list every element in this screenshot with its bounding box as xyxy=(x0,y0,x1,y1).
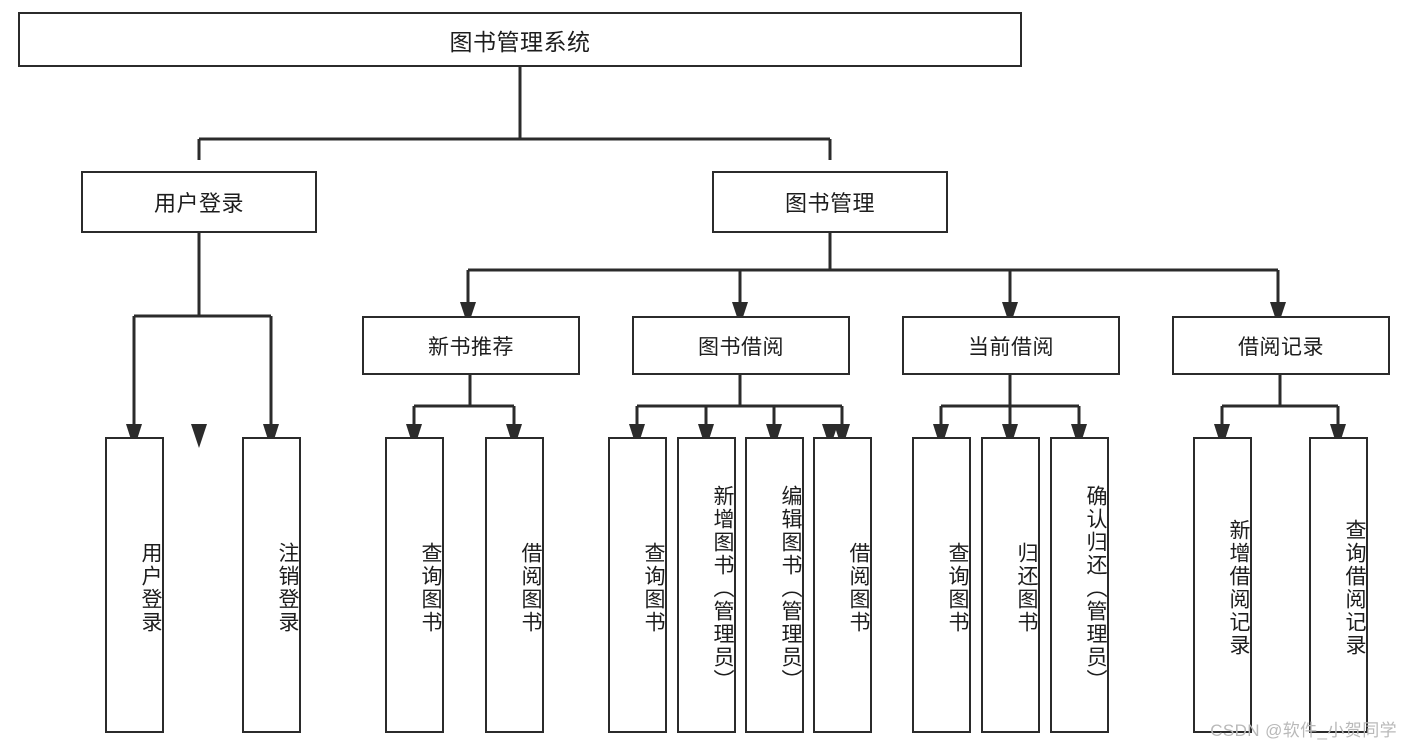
leaf-edit-book-admin[interactable]: 编辑图书（管理员） xyxy=(745,437,804,733)
leaf-query-book-recommend[interactable]: 查询图书 xyxy=(385,437,444,733)
node-label: 借阅图书 xyxy=(847,542,870,634)
node-label: 用户登录 xyxy=(139,542,162,634)
leaf-borrow-book[interactable]: 借阅图书 xyxy=(813,437,872,733)
leaf-confirm-return-admin[interactable]: 确认归还（管理员） xyxy=(1050,437,1109,733)
leaf-query-book-borrow[interactable]: 查询图书 xyxy=(608,437,667,733)
leaf-user-login[interactable]: 用户登录 xyxy=(105,437,164,733)
leaf-query-book-current[interactable]: 查询图书 xyxy=(912,437,971,733)
node-label: 确认归还（管理员） xyxy=(1084,484,1107,692)
node-book-borrow[interactable]: 图书借阅 xyxy=(632,316,850,375)
node-label: 当前借阅 xyxy=(968,335,1054,359)
node-label: 图书管理系统 xyxy=(449,28,591,55)
leaf-add-book-admin[interactable]: 新增图书（管理员） xyxy=(677,437,736,733)
leaf-add-borrow-record[interactable]: 新增借阅记录 xyxy=(1193,437,1252,733)
node-label: 借阅记录 xyxy=(1238,335,1324,359)
node-label: 注销登录 xyxy=(276,542,299,634)
node-current-borrow[interactable]: 当前借阅 xyxy=(902,316,1120,375)
node-borrow-record[interactable]: 借阅记录 xyxy=(1172,316,1390,375)
node-label: 图书管理 xyxy=(784,191,875,216)
node-label: 查询图书 xyxy=(419,542,442,634)
node-label: 查询借阅记录 xyxy=(1343,519,1366,657)
node-label: 新书推荐 xyxy=(428,335,514,359)
node-label: 归还图书 xyxy=(1015,542,1038,634)
node-label: 编辑图书（管理员） xyxy=(779,484,802,692)
node-label: 查询图书 xyxy=(946,542,969,634)
node-label: 图书借阅 xyxy=(698,335,784,359)
node-new-book-recommend[interactable]: 新书推荐 xyxy=(362,316,580,375)
leaf-logout-login[interactable]: 注销登录 xyxy=(242,437,301,733)
node-label: 查询图书 xyxy=(642,542,665,634)
leaf-borrow-book-recommend[interactable]: 借阅图书 xyxy=(485,437,544,733)
csdn-watermark: CSDN @软件_小贺同学 xyxy=(1210,721,1397,740)
node-label: 新增图书（管理员） xyxy=(711,484,734,692)
node-root-book-management-system[interactable]: 图书管理系统 xyxy=(18,12,1022,67)
node-label: 用户登录 xyxy=(153,191,244,216)
leaf-query-borrow-record[interactable]: 查询借阅记录 xyxy=(1309,437,1368,733)
node-label: 借阅图书 xyxy=(519,542,542,634)
node-label: 新增借阅记录 xyxy=(1227,519,1250,657)
leaf-return-book[interactable]: 归还图书 xyxy=(981,437,1040,733)
node-user-login[interactable]: 用户登录 xyxy=(81,171,317,233)
node-book-management[interactable]: 图书管理 xyxy=(712,171,948,233)
